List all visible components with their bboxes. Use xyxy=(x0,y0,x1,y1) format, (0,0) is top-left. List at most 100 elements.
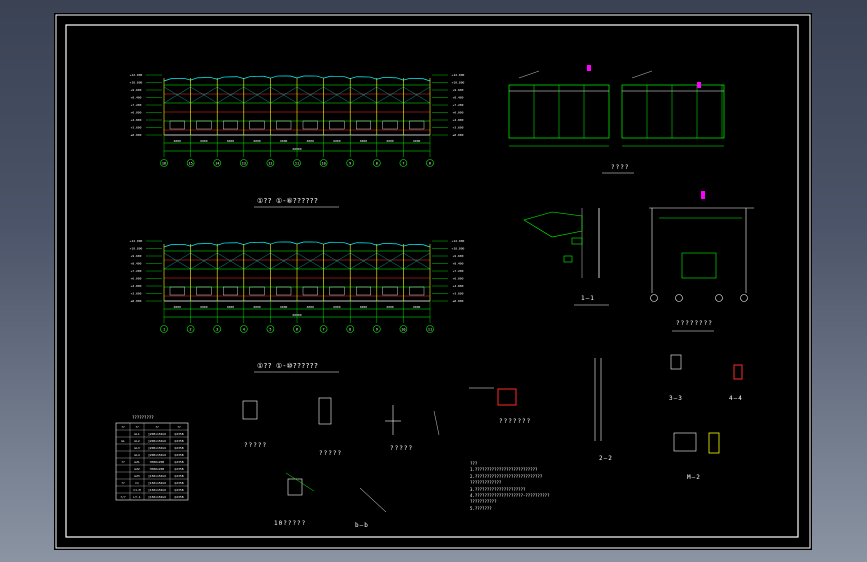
brace-line xyxy=(270,86,298,104)
table-cell: GL xyxy=(121,439,125,443)
section-mark xyxy=(587,65,591,71)
section-1-1-detail xyxy=(523,208,609,306)
axis-number: 12 xyxy=(268,162,272,166)
dim-text: 6000 xyxy=(413,305,420,309)
beam-outline xyxy=(523,211,583,238)
bracket-caption: ????? xyxy=(390,445,414,452)
brace-line xyxy=(403,86,431,104)
opening xyxy=(329,286,345,296)
level-text: +4.800 xyxy=(453,284,464,288)
axis-bubble xyxy=(213,325,221,333)
dim-text: 6000 xyxy=(413,139,420,143)
level-text: +12.000 xyxy=(452,73,465,77)
axis-bubble xyxy=(715,294,723,302)
brace-line xyxy=(190,252,218,270)
brace-line xyxy=(243,252,271,270)
axis-number: 13 xyxy=(242,162,246,166)
opening xyxy=(276,286,292,296)
table-cell: Q235B xyxy=(174,481,183,485)
level-text: +8.400 xyxy=(453,262,464,266)
axis-number: 16 xyxy=(162,162,166,166)
dim-text: 6000 xyxy=(227,139,234,143)
s33-box xyxy=(670,354,682,370)
level-text: +3.600 xyxy=(131,292,142,296)
dim-text: 6000 xyxy=(253,139,260,143)
bracket-line xyxy=(433,410,440,436)
d10-box xyxy=(287,478,303,496)
opening xyxy=(222,286,238,296)
table-cell: Q235B xyxy=(174,446,183,450)
dim-text: 6000 xyxy=(307,305,314,309)
opening xyxy=(409,286,425,296)
table-cell: GL3 xyxy=(134,446,140,450)
axis-number: 7 xyxy=(402,162,404,166)
small-details xyxy=(242,354,743,513)
level-text: +6.000 xyxy=(453,277,464,281)
brace-line xyxy=(163,86,191,104)
dim-text: 6000 xyxy=(280,305,287,309)
table-cell: Q235B xyxy=(174,488,183,492)
axis-bubble xyxy=(160,325,168,333)
level-text: +8.400 xyxy=(453,96,464,100)
axis-bubble xyxy=(266,325,275,333)
table-cell: □200x150x6 xyxy=(148,446,166,450)
axis-bubble xyxy=(213,159,221,167)
table-cell: GZ2 xyxy=(134,467,140,471)
dim-text: 6000 xyxy=(307,139,314,143)
hinge2-detail xyxy=(318,397,332,425)
axis-bubble xyxy=(346,159,355,167)
general-notes: ??? 1.?????????????????????????? 2.?????… xyxy=(470,461,549,512)
table-cell: H300x200 xyxy=(150,467,165,471)
table-cell: □200x150x6 xyxy=(148,453,166,457)
axis-bubble xyxy=(372,159,381,167)
frame-detail-top-right xyxy=(508,65,725,174)
opening xyxy=(356,120,372,130)
opening xyxy=(382,286,398,296)
opening xyxy=(276,120,292,130)
axis-bubble xyxy=(293,325,301,333)
level-text: +10.800 xyxy=(130,247,143,251)
axis-number: 7 xyxy=(323,328,325,332)
d10-rebar xyxy=(285,472,315,492)
note-line: 2.???????????????????????????? xyxy=(470,473,543,479)
table-title: ????????? xyxy=(132,415,154,420)
leader-line xyxy=(518,70,540,79)
opening xyxy=(169,286,185,296)
axis-number: 11 xyxy=(428,328,432,332)
axis-number: 1 xyxy=(163,328,165,332)
note-line: 5.??????? xyxy=(470,505,492,511)
axis-number: 2 xyxy=(190,328,192,332)
note-line: ????????????? xyxy=(470,480,502,486)
axis-number: 3 xyxy=(216,328,218,332)
axis-number: 8 xyxy=(349,328,351,332)
dim-text: 6000 xyxy=(386,305,393,309)
level-text: +3.600 xyxy=(453,126,464,130)
level-text: +12.000 xyxy=(130,73,143,77)
hinge2-caption: ????? xyxy=(319,450,343,457)
level-text: +8.400 xyxy=(131,262,142,266)
brace-line xyxy=(350,252,377,270)
dim-text: 6000 xyxy=(200,305,207,309)
section-4-4-caption: 4—4 xyxy=(729,395,743,402)
brace-line xyxy=(217,86,244,104)
hinge-detail xyxy=(242,400,258,420)
level-text: +6.000 xyxy=(453,111,464,115)
portal-detail xyxy=(649,191,754,332)
opening xyxy=(249,286,265,296)
portal-detail-caption: ???????? xyxy=(676,320,713,327)
axis-number: 5 xyxy=(269,328,271,332)
dim-text: 6000 xyxy=(227,305,234,309)
table-cell: GZ1 xyxy=(134,460,140,464)
dim-text: 6000 xyxy=(360,305,367,309)
axis-bubble xyxy=(160,159,168,167)
inner-border xyxy=(65,24,799,538)
misc-caption: ??????? xyxy=(499,418,532,425)
note-line: 4.????????????????????-?????????? xyxy=(470,493,550,499)
table-cell: LT-1 xyxy=(133,495,140,499)
axis-number: 9 xyxy=(349,162,351,166)
axis-bubble xyxy=(186,159,195,167)
opening xyxy=(222,120,238,130)
section-2-2-caption: 2—2 xyxy=(599,455,613,462)
